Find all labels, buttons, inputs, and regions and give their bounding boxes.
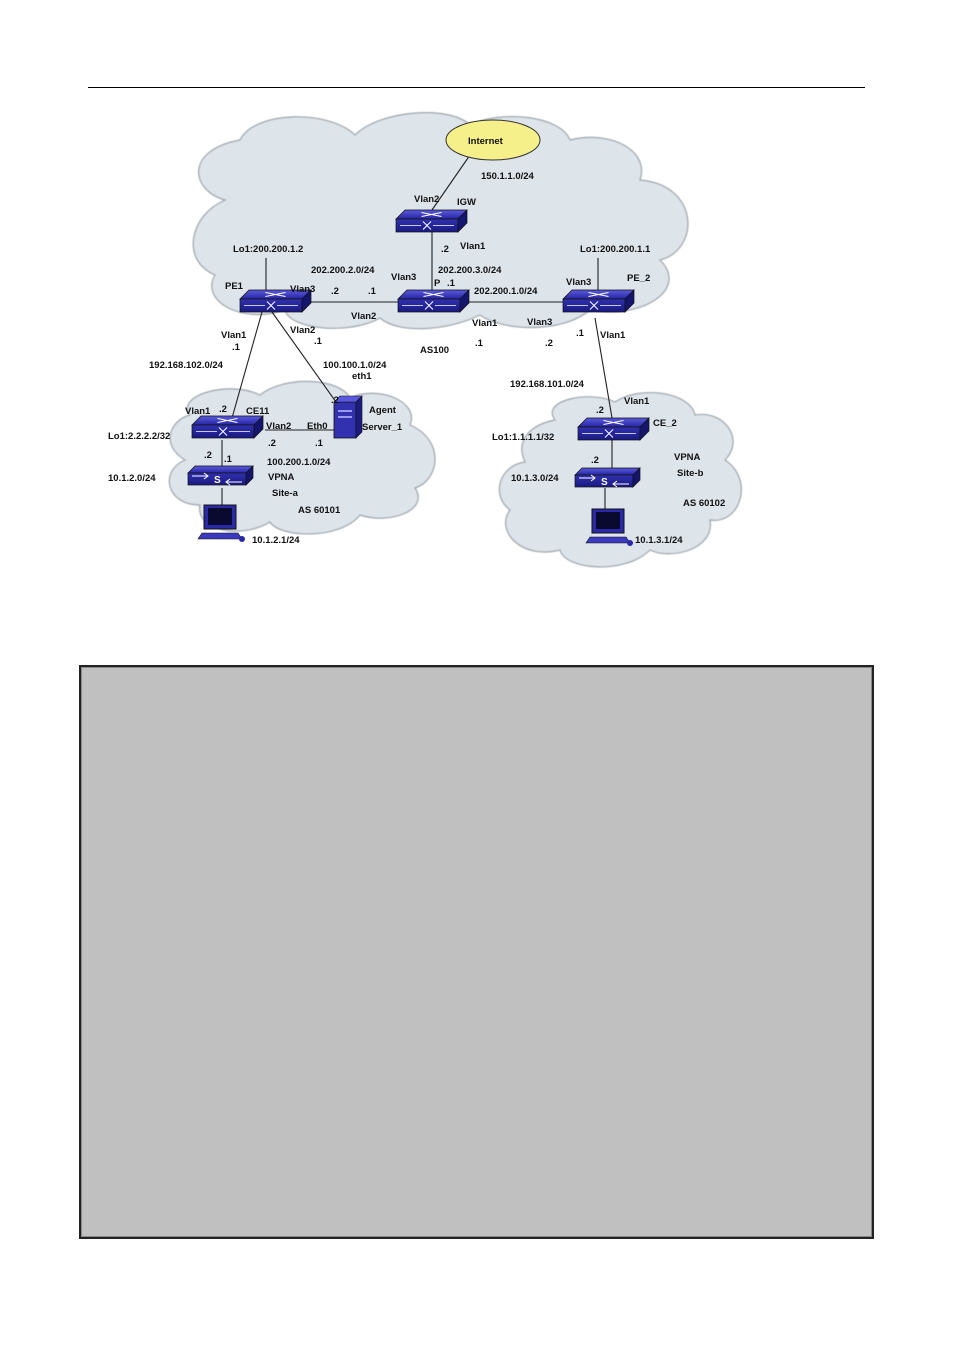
ce11-vlan2-label: Vlan2 [266, 421, 291, 432]
p-dot1-left-label: .1 [368, 286, 377, 297]
p-dot1-top-label: .1 [447, 278, 456, 289]
pe1-label: PE1 [225, 281, 244, 292]
p-vlan3-label: Vlan3 [391, 272, 416, 283]
pe1-vlan1-label: Vlan1 [221, 330, 247, 341]
igw-label: IGW [457, 197, 476, 208]
pe1-vlan1-dot1-label: .1 [232, 342, 241, 353]
net-100-200-label: 100.200.1.0/24 [267, 457, 331, 468]
net-10-1-3-label: 10.1.3.0/24 [511, 473, 559, 484]
switch-s-label: S [214, 475, 221, 486]
net-192-101-label: 192.168.101.0/24 [510, 379, 585, 390]
net-202-3-label: 202.200.3.0/24 [438, 265, 502, 276]
eth0-label: Eth0 [307, 421, 328, 432]
pe2-vlan1-dot1-label: .1 [576, 328, 585, 339]
ce2-lo-label: Lo1:1.1.1.1/32 [492, 432, 554, 443]
ce11-router-icon [191, 415, 264, 439]
igw-router-icon [395, 209, 468, 233]
header-rule [88, 87, 865, 88]
pe2-vlan3-dot2-label: .2 [545, 338, 553, 349]
pc-a-label: 10.1.2.1/24 [252, 535, 300, 546]
diagram-labels: 150.1.1.0/24 Vlan2 IGW .2 Vlan1 Lo1:200.… [108, 171, 725, 546]
switch-site-a-icon: S [187, 465, 254, 486]
pc-b-label: 10.1.3.1/24 [635, 535, 683, 546]
igw-dot2-label: .2 [441, 244, 449, 255]
p-vlan1-label: Vlan1 [472, 318, 498, 329]
pe2-vlan3-label: Vlan3 [566, 277, 591, 288]
vpna-a-label: VPNA [268, 472, 295, 483]
pe1-vlan2-dot1-label: .1 [314, 336, 323, 347]
server-dot2-label: .2 [331, 395, 339, 406]
internet-net-label: 150.1.1.0/24 [481, 171, 535, 182]
pc-icon-site-b [585, 508, 633, 546]
ce2-vlan1-label: Vlan1 [624, 396, 650, 407]
pe2-lo-label: Lo1:200.200.1.1 [580, 244, 651, 255]
agent-label: Agent [369, 405, 397, 416]
vpna-b-label: VPNA [674, 452, 701, 463]
p-dot1-bottom-label: .1 [475, 338, 484, 349]
net-100-100-label: 100.100.1.0/24 [323, 360, 387, 371]
eth0-dot1-label: .1 [315, 438, 324, 449]
igw-vlan2-label: Vlan2 [414, 194, 439, 205]
p-router-icon [397, 289, 470, 313]
pe1-dot2-label: .2 [331, 286, 339, 297]
as60102-label: AS 60102 [683, 498, 725, 509]
pe1-vlan2-label: Vlan2 [290, 325, 315, 336]
ce2-vlan1-dot2-label: .2 [596, 405, 604, 416]
as100-label: AS100 [420, 345, 449, 356]
code-example-box [79, 665, 874, 1239]
server-label: Server_1 [362, 422, 403, 433]
ce11-label: CE11 [246, 406, 270, 417]
ce2-down-dot2-label: .2 [591, 455, 599, 466]
ce11-vlan2-dot2-label: .2 [268, 438, 276, 449]
net-202-2-label: 202.200.2.0/24 [311, 265, 375, 276]
internet-cloud: Internet [445, 119, 541, 161]
ce2-label: CE_2 [653, 418, 677, 429]
pe2-router-icon [562, 289, 635, 313]
switch-s-label: S [601, 477, 608, 488]
pc-icon-site-a [197, 504, 245, 542]
net-10-1-2-label: 10.1.2.0/24 [108, 473, 156, 484]
site-a-label: Site-a [272, 488, 299, 499]
pe1-lo-label: Lo1:200.200.1.2 [233, 244, 303, 255]
site-b-label: Site-b [677, 468, 704, 479]
server-icon [333, 395, 363, 439]
as60101-label: AS 60101 [298, 505, 341, 516]
net-192-102-label: 192.168.102.0/24 [149, 360, 224, 371]
p-name-label: P [434, 278, 441, 289]
net-202-1-label: 202.200.1.0/24 [474, 286, 538, 297]
pe2-label: PE_2 [627, 273, 650, 284]
links [221, 154, 613, 512]
switch-site-b-icon: S [574, 467, 641, 488]
pe2-vlan3-2-label: Vlan3 [527, 317, 552, 328]
sw-a-dot1-label: .1 [224, 454, 233, 465]
internet-label: Internet [468, 136, 504, 147]
ce11-vlan1-label: Vlan1 [185, 406, 211, 417]
ce2-router-icon [577, 417, 650, 441]
p-vlan2-label: Vlan2 [351, 311, 376, 322]
pe1-vlan3-label: Vlan3 [290, 284, 315, 295]
eth1-label: eth1 [352, 371, 372, 382]
ce11-down-dot2-label: .2 [204, 450, 212, 461]
igw-vlan1-label: Vlan1 [460, 241, 486, 252]
ce11-vlan1-dot2-label: .2 [219, 404, 227, 415]
ce11-lo-label: Lo1:2.2.2.2/32 [108, 431, 170, 442]
pe2-vlan1-label: Vlan1 [600, 330, 626, 341]
pe1-router-icon [239, 289, 312, 313]
